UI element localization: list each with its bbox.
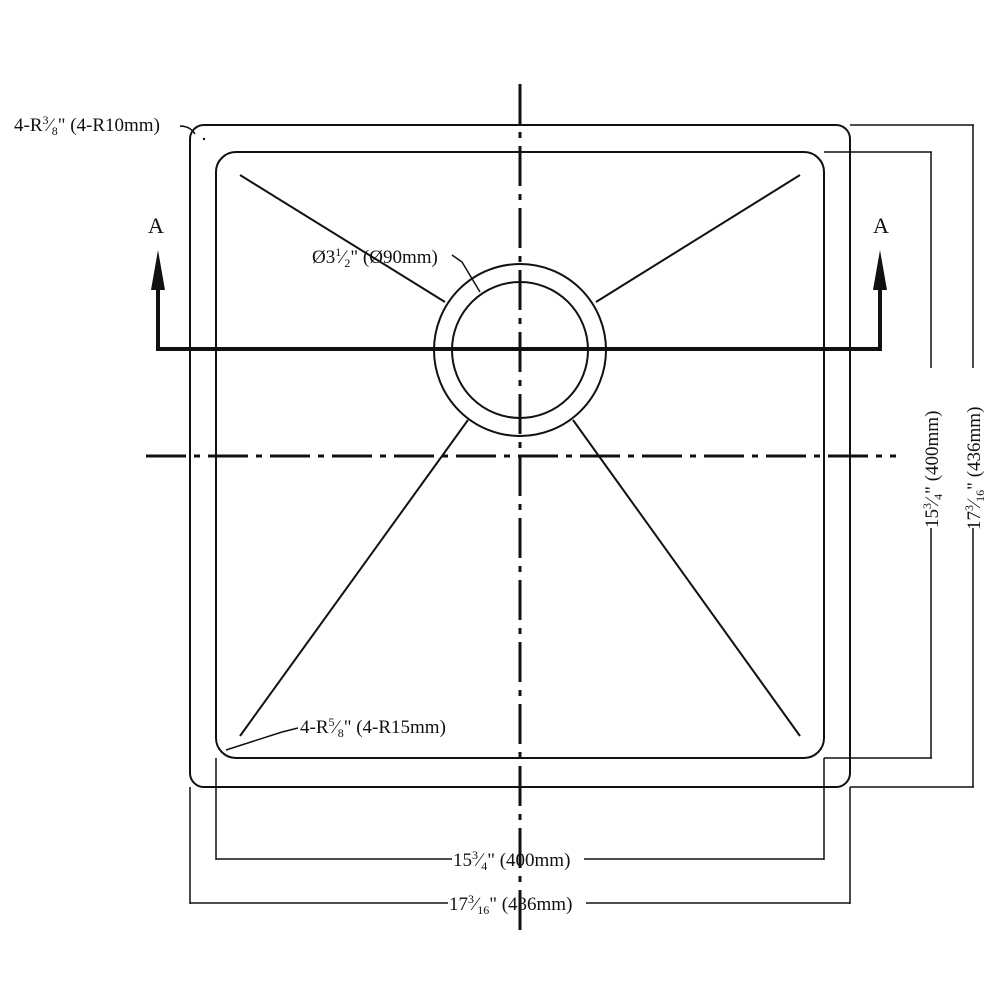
inner-radius-label: 4-R5⁄8" (4-R15mm): [300, 715, 446, 740]
slope-line: [239, 419, 469, 737]
slope-line: [595, 174, 801, 303]
drain-leader: [451, 254, 481, 293]
section-marker-right: A: [873, 213, 889, 238]
outer-height-label: 173⁄16" (436mm): [962, 407, 987, 530]
slope-line: [239, 174, 446, 303]
section-line-a: [156, 285, 882, 351]
section-arrow-right-icon: [873, 250, 887, 290]
slope-line: [572, 419, 801, 737]
inner-height-label: 153⁄4" (400mm): [920, 411, 945, 528]
section-marker-left: A: [148, 213, 164, 238]
outer-width-label: 173⁄16" (436mm): [449, 892, 572, 917]
outer-radius-leader: [179, 125, 196, 135]
outer-radius-label: 4-R3⁄8" (4-R10mm): [14, 113, 160, 138]
section-arrow-left-icon: [151, 250, 165, 290]
corner-dot: [202, 137, 206, 141]
inner-width-label: 153⁄4" (400mm): [453, 848, 570, 873]
drain-diameter-label: Ø31⁄2" (Ø90mm): [312, 245, 438, 270]
inner-radius-leader: [225, 727, 299, 751]
